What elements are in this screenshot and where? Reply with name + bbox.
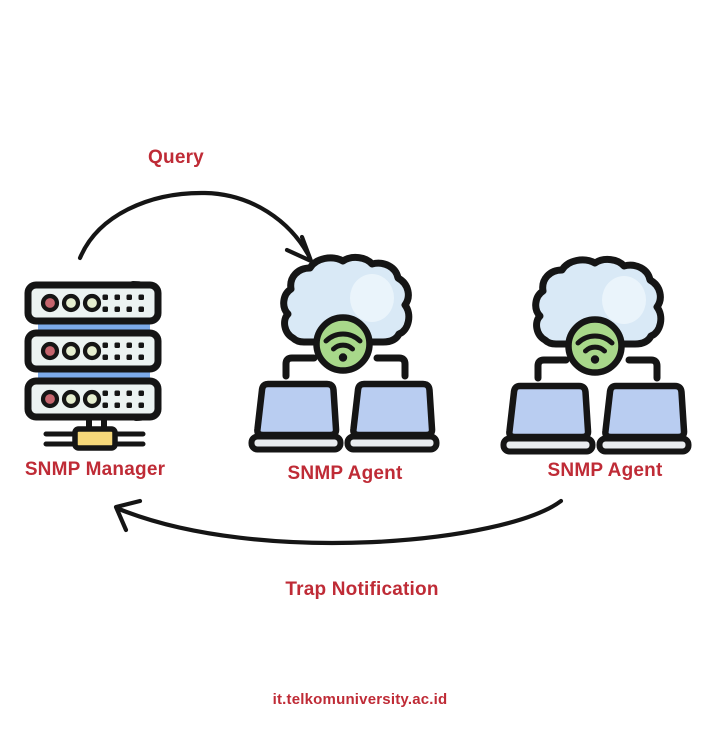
trap-notification-label: Trap Notification <box>285 579 439 600</box>
vent-dots <box>102 342 144 360</box>
snmp-agent-2-label: SNMP Agent <box>547 460 663 481</box>
vent-dots <box>102 294 144 312</box>
cloud-wifi-laptops-icon <box>252 257 437 449</box>
snmp-manager-label: SNMP Manager <box>24 459 166 480</box>
arrowhead <box>113 498 143 533</box>
server-unit <box>24 329 162 373</box>
footer-site-label: it.telkomuniversity.ac.id <box>272 691 448 708</box>
trap-notification-arrow <box>113 498 564 546</box>
query-label: Query <box>148 147 204 168</box>
server-unit <box>24 377 162 421</box>
query-arrow <box>77 190 314 264</box>
snmp-agent-1-label: SNMP Agent <box>287 463 403 484</box>
vent-dots <box>102 390 144 408</box>
cloud-wifi-laptops-icon <box>504 259 689 451</box>
arrowhead <box>284 234 314 264</box>
server-unit <box>24 281 162 325</box>
network-hub-connector <box>43 414 146 451</box>
server-stack-icon <box>24 281 162 451</box>
